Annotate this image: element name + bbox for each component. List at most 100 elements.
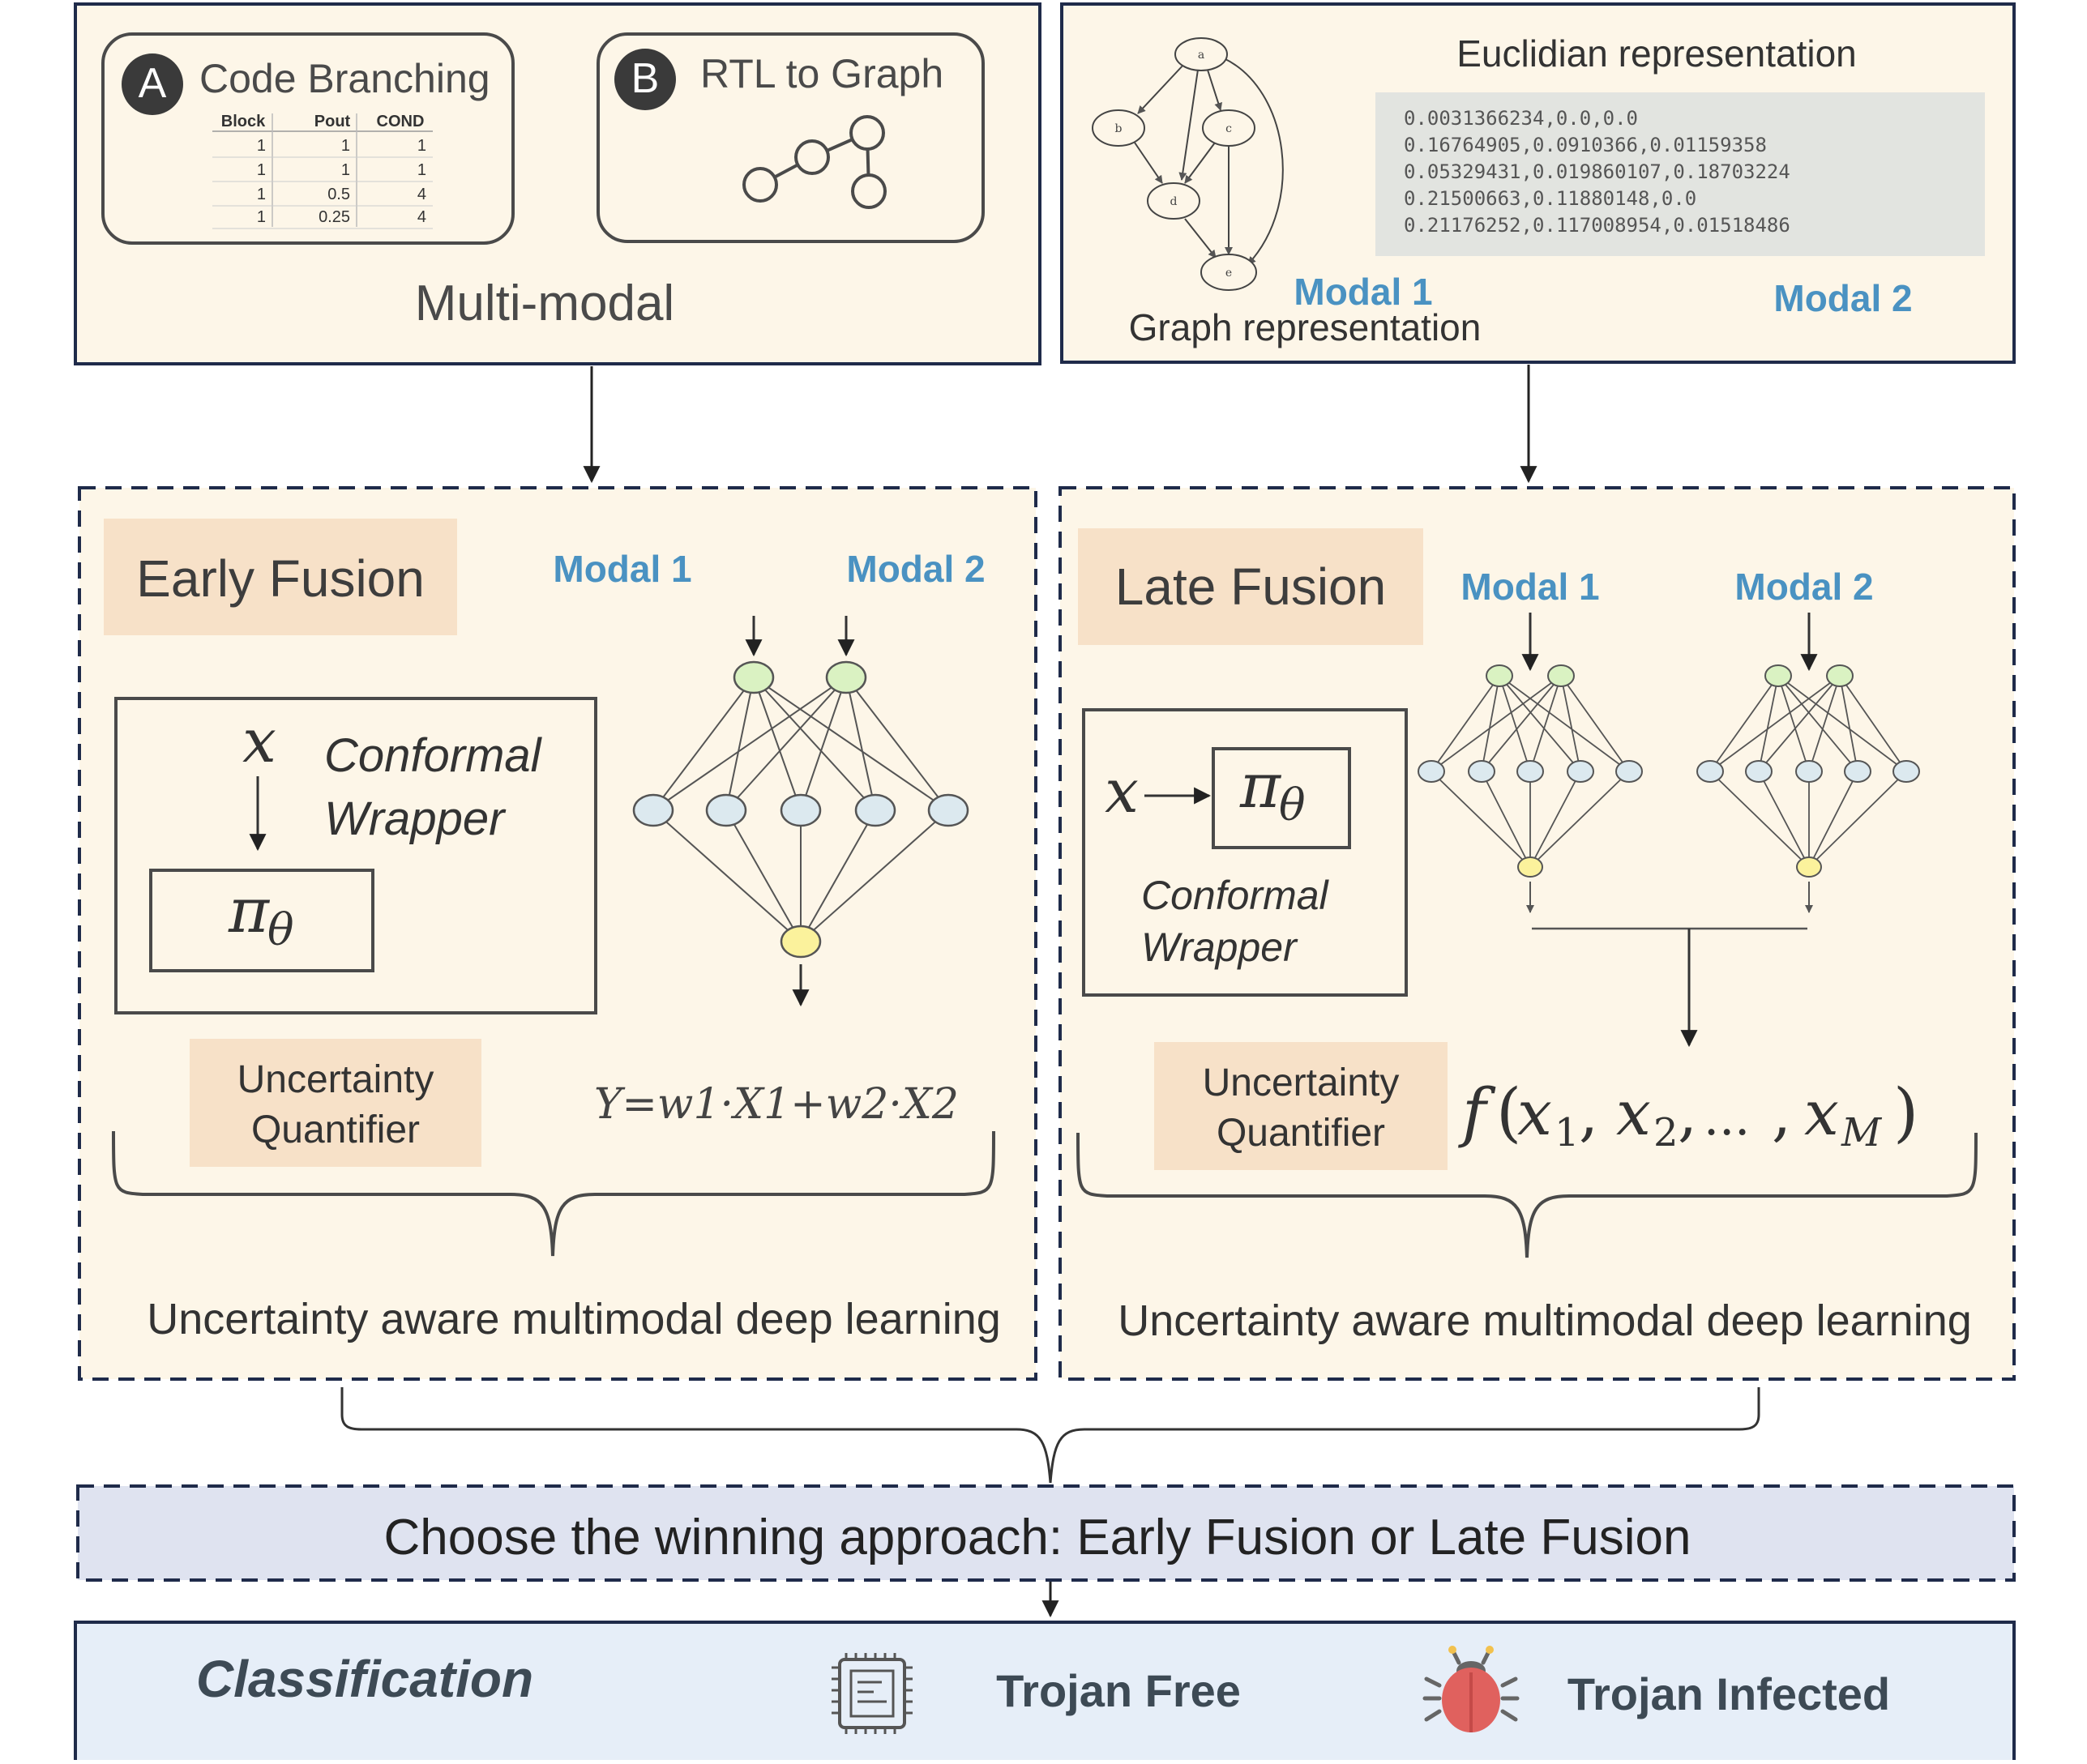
small-graph-icon <box>742 115 887 209</box>
formula-close-paren: ) <box>1893 1074 1918 1150</box>
early-x-symbol: x <box>242 707 276 776</box>
nn-hidden-node <box>632 793 674 827</box>
formula-x2: x <box>1616 1077 1651 1149</box>
late-brace <box>1076 1132 1978 1258</box>
late-pi-symbol: π <box>1239 750 1282 822</box>
formula-comma: , <box>1579 1077 1598 1149</box>
early-theta-symbol: θ <box>267 904 294 955</box>
formula-sub-1: 1 <box>1555 1110 1580 1155</box>
euclid-line: 0.05329431,0.019860107,0.18703224 <box>1404 160 1790 183</box>
chip-icon <box>832 1653 913 1734</box>
early-wrapper-title-1: Conformal <box>324 729 543 782</box>
early-fusion-panel: Early Fusion Modal 1 Modal 2 x Conformal… <box>78 486 1037 1381</box>
late-fusion-formula: f ( x 1 , x 2 , ... , x M ) <box>1458 1074 1918 1155</box>
late-policy-box <box>1212 747 1351 849</box>
late-x-symbol: x <box>1105 757 1139 826</box>
table-cell: 1 <box>341 161 350 179</box>
graph-node <box>1174 37 1228 71</box>
table-cell: 1 <box>417 161 426 179</box>
formula-sub-m: M <box>1841 1110 1883 1155</box>
classification-box: Classification <box>74 1621 2016 1764</box>
graph-node-label: d <box>1170 195 1178 208</box>
formula-open-paren: ( <box>1496 1074 1521 1150</box>
graph-node <box>1202 109 1255 147</box>
early-policy-box <box>149 869 374 972</box>
early-modal-2-label: Modal 2 <box>846 548 985 590</box>
trojan-infected-label: Trojan Infected <box>1567 1668 1890 1719</box>
late-uncertainty-quantifier-box <box>1154 1042 1448 1170</box>
late-uq-line-2: Quantifier <box>1217 1112 1385 1155</box>
badge-b-icon <box>614 49 676 110</box>
rtl-to-graph-title: RTL to Graph <box>700 51 943 96</box>
badge-a-label: A <box>139 60 167 107</box>
formula-xm: x <box>1804 1077 1839 1149</box>
classification-title: Classification <box>196 1650 533 1708</box>
euclidian-title: Euclidian representation <box>1456 32 1857 75</box>
table-header-cond: COND <box>377 113 425 130</box>
choose-approach-box: Choose the winning approach: Early Fusio… <box>76 1484 2016 1582</box>
code-branching-title: Code Branching <box>199 56 490 101</box>
nn-input-node <box>733 660 775 694</box>
late-theta-symbol: θ <box>1279 779 1306 831</box>
table-cell: 4 <box>417 208 426 226</box>
table-cell: 4 <box>417 186 426 203</box>
euclidian-matrix-box <box>1375 92 1985 256</box>
table-cell: 1 <box>257 161 266 179</box>
late-neural-network-2 <box>1696 613 1920 913</box>
early-conformal-wrapper-box <box>114 697 597 1014</box>
choose-approach-text: Choose the winning approach: Early Fusio… <box>384 1510 1691 1565</box>
late-fusion-panel: Late Fusion Modal 1 Modal 2 x π θ Confor… <box>1058 486 2016 1381</box>
modal-2-label: Modal 2 <box>1773 277 1912 319</box>
nn-hidden-node <box>780 793 822 827</box>
nn-hidden-node <box>705 793 747 827</box>
euclid-line: 0.21176252,0.117008954,0.01518486 <box>1404 214 1790 237</box>
code-branching-box: A Code Branching Block Pout COND 1 1 1 1… <box>101 32 515 245</box>
graph-node-label: e <box>1225 267 1232 280</box>
early-caption: Uncertainty aware multimodal deep learni… <box>147 1295 1001 1343</box>
early-uncertainty-quantifier-box <box>190 1039 481 1167</box>
graph-representation-caption: Graph representation <box>1129 306 1482 348</box>
early-pi-symbol: π <box>228 874 271 946</box>
multi-modal-panel: A Code Branching Block Pout COND 1 1 1 1… <box>74 2 1041 365</box>
euclid-line: 0.21500663,0.11880148,0.0 <box>1404 187 1696 210</box>
late-modal-2-label: Modal 2 <box>1734 566 1873 608</box>
bug-icon <box>1422 1646 1520 1732</box>
late-conformal-wrapper-box <box>1082 708 1408 997</box>
bottom-brace <box>340 1387 1760 1484</box>
early-fusion-label-box <box>104 519 457 635</box>
early-uq-line-1: Uncertainty <box>237 1058 434 1101</box>
multi-modal-caption: Multi-modal <box>415 275 674 331</box>
table-cell: 1 <box>257 186 266 203</box>
graph-node <box>1147 182 1200 220</box>
euclid-line: 0.16764905,0.0910366,0.01159358 <box>1404 134 1767 156</box>
late-modal-1-label: Modal 1 <box>1460 566 1599 608</box>
branching-table: Block Pout COND 1 1 1 1 1 1 1 0.5 4 1 <box>212 113 433 229</box>
badge-b-label: B <box>631 55 660 102</box>
dag-graph: a b c d e <box>1092 37 1284 291</box>
formula-sub-2: 2 <box>1653 1110 1679 1155</box>
late-wrapper-title-2: Wrapper <box>1141 925 1298 970</box>
late-neural-network-1 <box>1418 613 1643 913</box>
graph-node <box>1200 254 1257 291</box>
early-brace <box>112 1130 995 1257</box>
graph-node-label: c <box>1225 122 1232 135</box>
graph-node-label: b <box>1115 122 1123 135</box>
early-uq-line-2: Quantifier <box>251 1108 420 1151</box>
euclidian-matrix: 0.0031366234,0.0,0.0 0.16764905,0.091036… <box>1404 107 1790 237</box>
late-fusion-label-box <box>1078 528 1423 645</box>
table-cell: 1 <box>257 208 266 226</box>
nn-output-node <box>780 925 822 959</box>
late-fusion-label: Late Fusion <box>1115 557 1386 616</box>
nn-hidden-node <box>854 793 896 827</box>
euclid-line: 0.0031366234,0.0,0.0 <box>1404 107 1638 130</box>
early-modal-1-label: Modal 1 <box>553 548 691 590</box>
table-cell: 1 <box>257 137 266 155</box>
formula-x1: x <box>1517 1077 1552 1149</box>
formula-comma: , <box>1772 1077 1791 1149</box>
formula-ellipsis: ... <box>1704 1090 1750 1147</box>
table-cell: 0.5 <box>327 186 350 203</box>
late-wrapper-title-1: Conformal <box>1141 873 1330 918</box>
badge-a-icon <box>122 53 183 115</box>
